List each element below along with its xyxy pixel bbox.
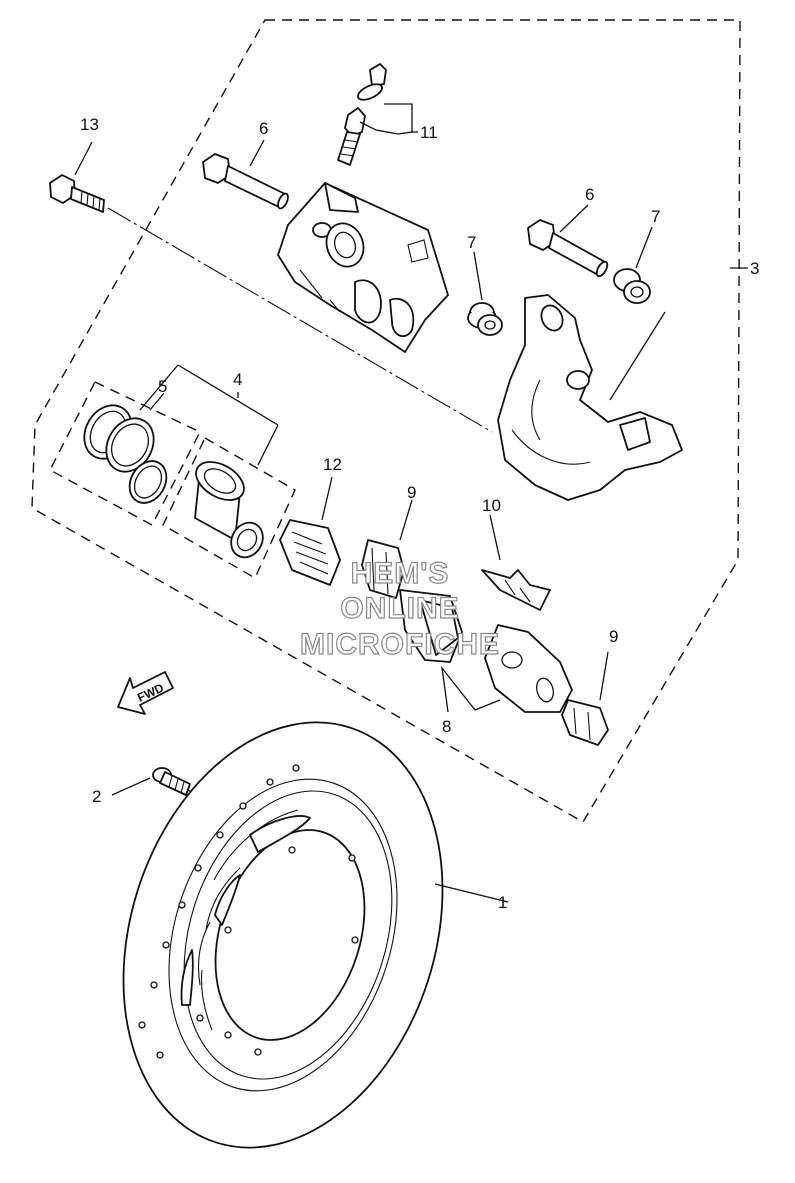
brake-pads-8 [399, 589, 573, 713]
boot-7-left [467, 302, 503, 336]
callout-3: 3 [750, 259, 759, 278]
caliper-bracket [497, 294, 683, 501]
leader-lines [74, 103, 748, 903]
callout-9-lower: 9 [609, 627, 618, 646]
caliper-bolt-6-right [527, 219, 609, 278]
piston-kit-boundary [162, 437, 296, 579]
seal-rings-5 [83, 404, 168, 504]
pad-support-10 [481, 569, 551, 611]
callout-7-right: 7 [651, 207, 660, 226]
watermark-line-3: MICROFICHE [300, 628, 500, 661]
callout-8: 8 [442, 717, 451, 736]
callout-13: 13 [80, 115, 99, 134]
callout-10: 10 [482, 496, 501, 515]
callout-11: 11 [420, 123, 438, 142]
callout-6-left: 6 [259, 119, 268, 138]
callout-2: 2 [92, 787, 101, 806]
watermark: HEM'S ONLINE MICROFICHE [299, 556, 500, 661]
callout-12: 12 [323, 455, 342, 474]
callout-4: 4 [233, 370, 242, 389]
callout-6-right: 6 [585, 185, 594, 204]
bleed-screw-11 [337, 63, 387, 166]
caliper-bolt-6-left [202, 153, 289, 210]
watermark-line-1: HEM'S [351, 557, 450, 590]
callout-1: 1 [498, 893, 507, 912]
callout-7-left: 7 [467, 233, 476, 252]
callout-9-upper: 9 [407, 483, 416, 502]
seal-kit-boundary [49, 381, 201, 526]
watermark-line-2: ONLINE [340, 592, 459, 625]
piston-4 [194, 461, 264, 559]
fwd-arrow: FWD [117, 671, 174, 715]
callout-5: 5 [158, 377, 167, 396]
boot-7-right [613, 268, 651, 304]
bolt-axis-line [107, 207, 493, 433]
disc-screw-2 [152, 767, 191, 796]
caliper-body [277, 182, 449, 353]
brake-disc-1 [122, 721, 444, 1149]
pad-spring-9-upper [361, 539, 405, 599]
bolt-13 [49, 174, 105, 213]
pad-spring-9-lower [561, 699, 609, 746]
pad-shim-12 [279, 519, 341, 586]
